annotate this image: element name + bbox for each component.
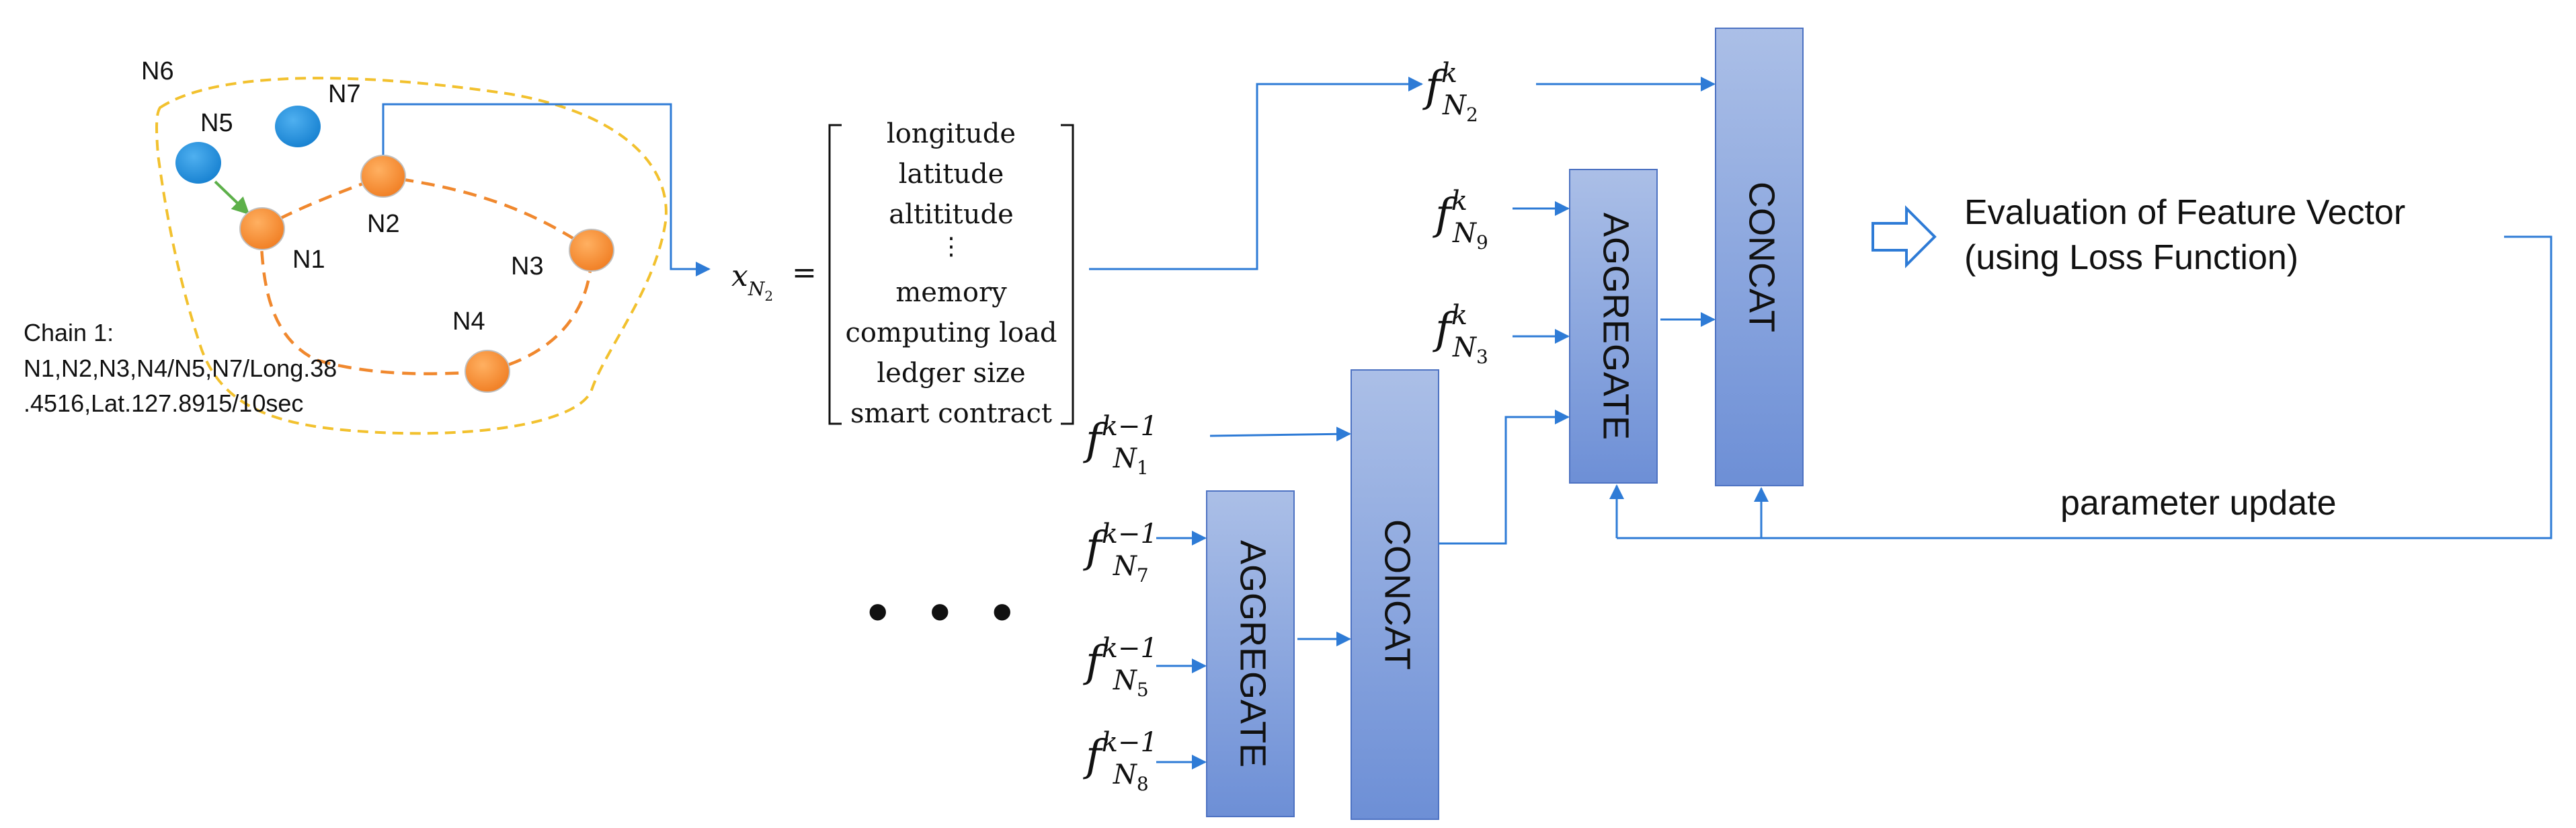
concat-block-middle [1351, 369, 1439, 820]
chain-label-line3: .4516,Lat.127.8915/10sec [24, 389, 303, 417]
evaluation-line1: Evaluation of Feature Vector [1964, 193, 2405, 232]
blocks: CONCAT AGGREGATE CONCAT AGGREGATE [1206, 28, 1804, 820]
concat-label-top: CONCAT [1742, 182, 1782, 332]
n2-to-vector-connector [382, 103, 711, 276]
label-n4: N4 [452, 307, 485, 336]
vector-item: longitude [887, 118, 1016, 149]
vector-item: ledger size [877, 358, 1025, 389]
ellipsis: • • • [867, 578, 1025, 646]
parameter-update-line [1617, 235, 2552, 539]
arrows [1156, 77, 2552, 769]
label-n5: N5 [200, 109, 233, 137]
label-n1: N1 [292, 246, 325, 274]
vector-item: memory [895, 277, 1007, 308]
concat-label-middle: CONCAT [1377, 519, 1418, 670]
vector-right-bracket [1061, 124, 1074, 425]
vector-symbol: xN2 [731, 259, 773, 304]
vector-item: latitude [899, 159, 1004, 190]
green-arrow [214, 180, 250, 215]
cluster-boundary [155, 77, 668, 435]
vector-item-ellipsis: ⋮ [939, 233, 963, 260]
hollow-arrow-icon [1871, 205, 1937, 268]
arrow-concat-mid-aggregate [1439, 410, 1570, 545]
label-n2: N2 [367, 210, 400, 238]
aggregate-label-upper: AGGREGATE [1596, 213, 1636, 440]
evaluation-line2: (using Loss Function) [1964, 238, 2298, 277]
node-n4 [465, 350, 510, 393]
label-n7: N7 [328, 80, 361, 108]
feature-vector: xN2 = longitude latitude altititude ⋮ me… [731, 118, 1074, 429]
vector-item: smart contract [850, 398, 1052, 429]
aggregate-block-lower [1206, 490, 1295, 817]
concat-block-top [1715, 28, 1804, 486]
node-n5 [175, 142, 221, 184]
chain-label-line2: N1,N2,N3,N4/N5,N7/Long.38 [24, 354, 337, 382]
vector-item: altititude [889, 199, 1014, 230]
node-n3 [569, 229, 614, 272]
vector-left-bracket [828, 124, 842, 425]
aggregate-block-upper [1569, 169, 1658, 484]
chain-label-line1: Chain 1: [24, 319, 114, 346]
label-n6: N6 [141, 57, 174, 85]
network-graph: N6 N7 N5 N2 N1 N3 N4 [141, 57, 711, 435]
node-n1 [239, 207, 285, 250]
chain-label: Chain 1: N1,N2,N3,N4/N5,N7/Long.38 .4516… [24, 319, 337, 417]
vector-to-fN2-connector [1089, 77, 1423, 270]
vector-item: computing load [845, 317, 1057, 348]
node-n7 [275, 106, 321, 147]
label-n3: N3 [511, 252, 544, 280]
vector-equals: = [792, 256, 817, 290]
arrow-fN1-concat [1209, 426, 1351, 442]
aggregate-label-lower: AGGREGATE [1233, 540, 1273, 767]
parameter-update-label: parameter update [2060, 484, 2337, 523]
node-n2 [360, 155, 406, 198]
